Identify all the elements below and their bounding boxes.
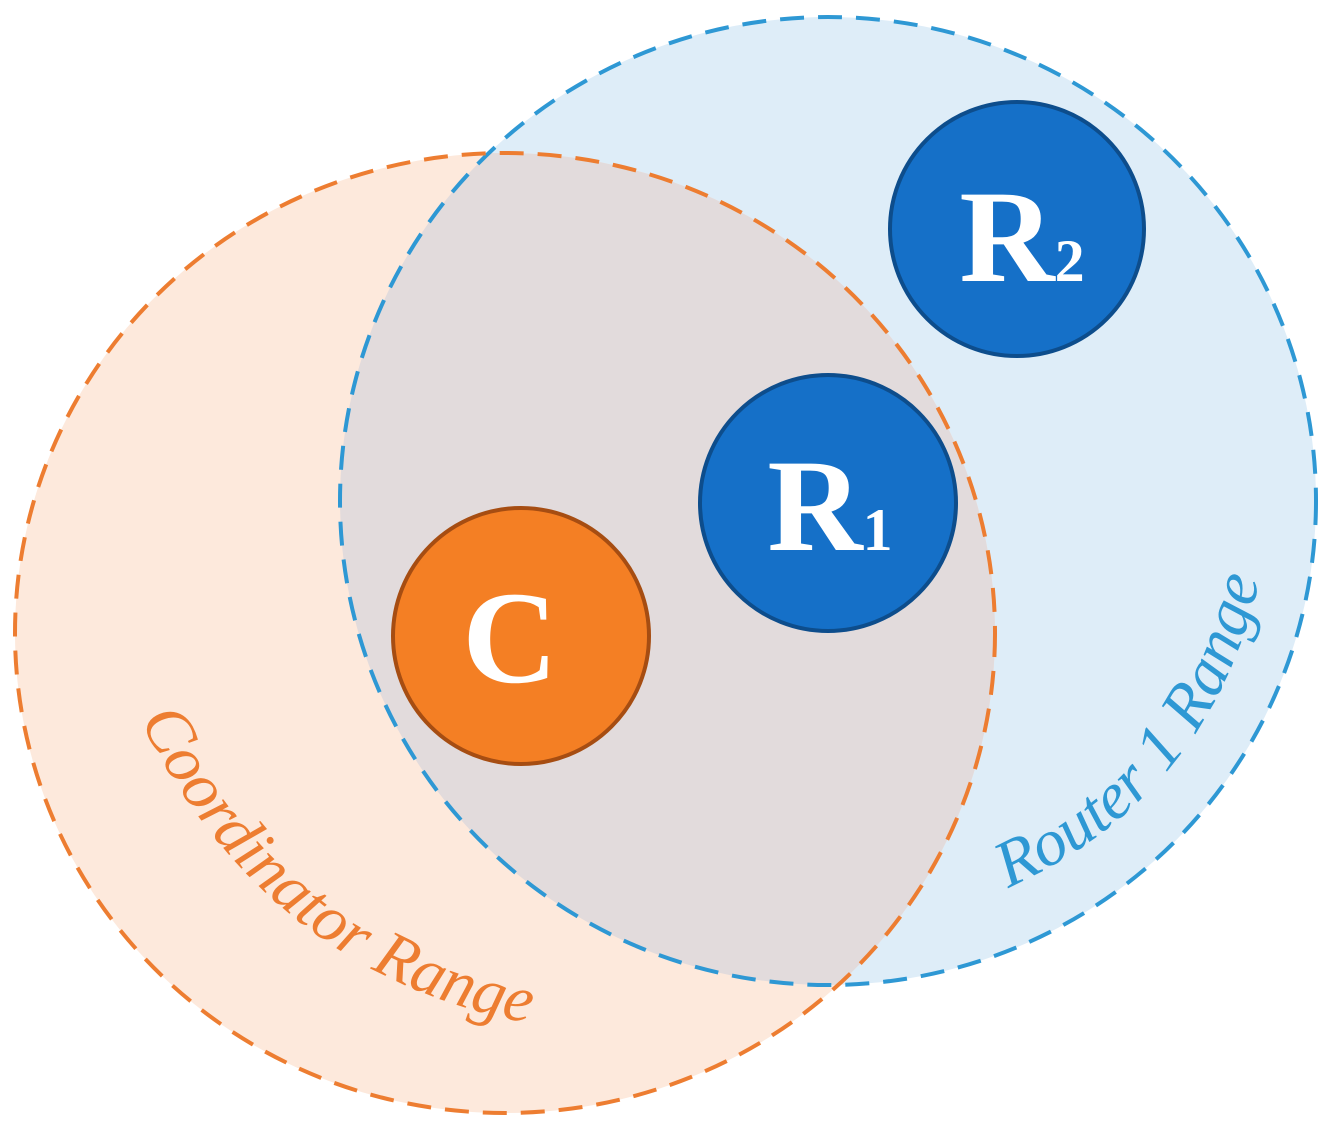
router-1-range-border [338, 15, 1318, 987]
router-2-node: R2 [888, 100, 1146, 358]
router-1-node: R1 [698, 373, 958, 633]
coordinator-node: C [391, 506, 651, 766]
router-2-node-label: R2 [959, 163, 1084, 310]
coordinator-node-label: C [462, 564, 557, 711]
router-1-node-label: R1 [767, 432, 892, 579]
coordinator-range-border [13, 151, 997, 1115]
